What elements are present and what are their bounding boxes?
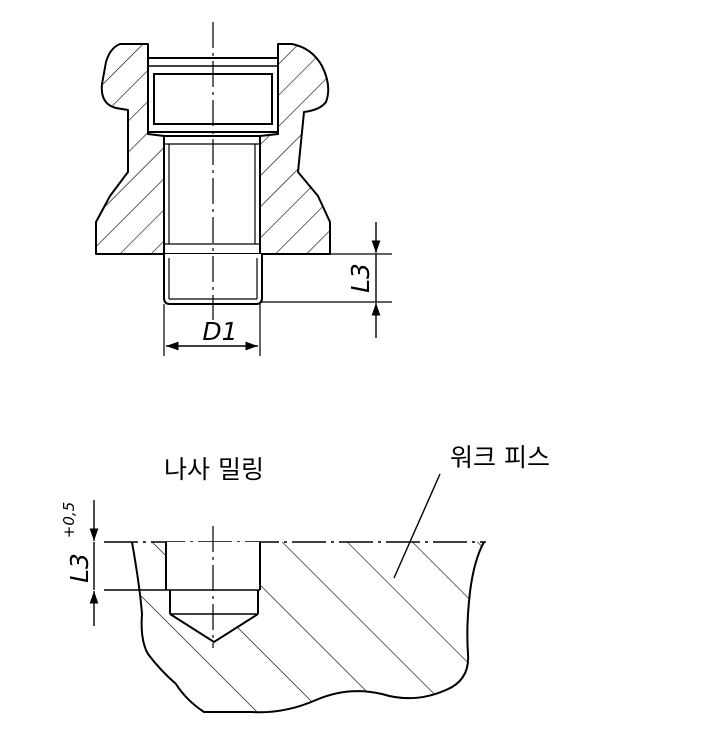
l3-top-label: L3 [346, 263, 375, 293]
d1-label: D1 [202, 317, 237, 346]
fitting-section: D1 L3 [95, 22, 392, 356]
body-right-hatched [259, 43, 331, 255]
workpiece-label: 워크 피스 [450, 443, 550, 472]
threaded-bore [163, 135, 261, 255]
thread-milling-label: 나사 밀링 [164, 455, 264, 484]
tolerance-label: +0,5 [60, 502, 78, 538]
workpiece-right-hatched [214, 542, 484, 714]
workpiece-left-hatched [132, 542, 224, 714]
milled-hole [166, 542, 260, 642]
drill-tip [169, 613, 259, 644]
l3-bottom-label: L3 [65, 553, 94, 583]
workpiece-leader [393, 473, 441, 579]
workpiece-section: L3 +0,5 나사 밀링 워크 피스 [60, 443, 550, 714]
workpiece-outline [131, 541, 485, 714]
